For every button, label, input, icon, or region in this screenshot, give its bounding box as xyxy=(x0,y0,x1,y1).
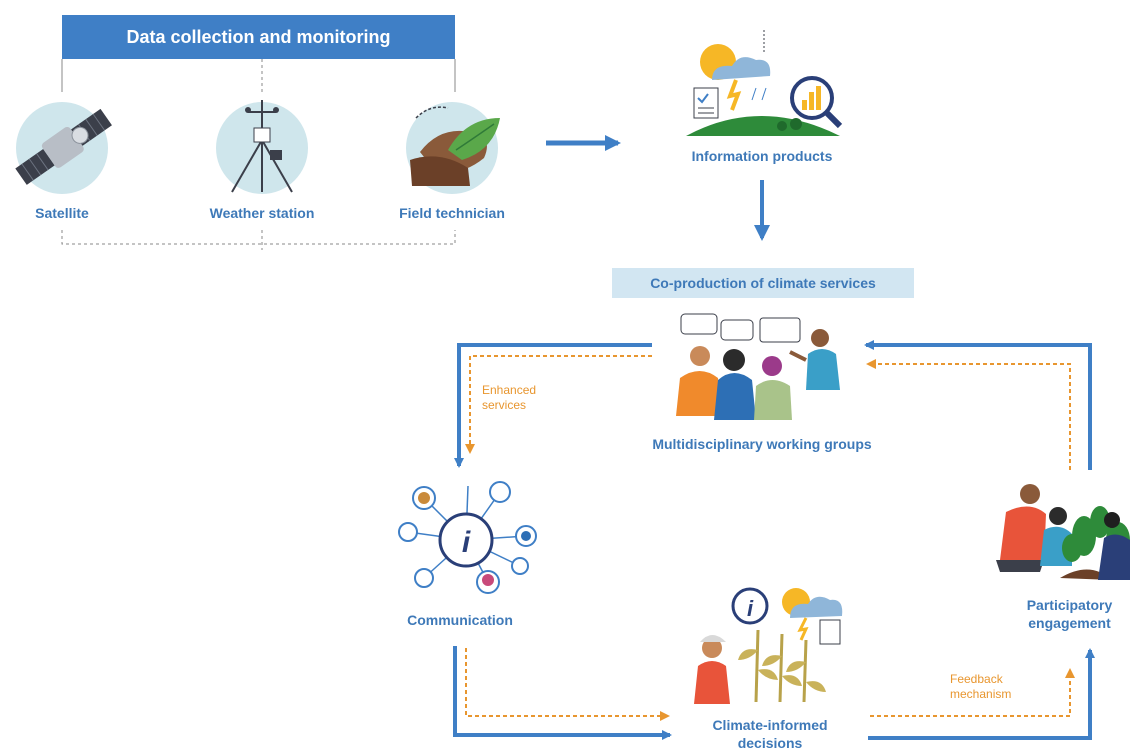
enhanced-services-line2: services xyxy=(482,398,527,412)
satellite-icon xyxy=(15,102,112,194)
participatory-to-working-groups-feedback xyxy=(866,359,1071,470)
participatory-label: Participatory engagement xyxy=(1002,596,1137,632)
weather-station-label: Weather station xyxy=(209,205,315,221)
enhanced-services-note: Enhanced services xyxy=(482,383,536,413)
information-network-icon: i xyxy=(398,481,537,594)
working-group-people-icon xyxy=(676,313,840,420)
working-groups-label: Multidisciplinary working groups xyxy=(652,436,872,452)
feedback-mechanism-arrow xyxy=(870,668,1075,717)
enhanced-services-arrow xyxy=(465,355,652,454)
communication-to-decisions-feedback xyxy=(465,648,670,721)
information-products-icon xyxy=(686,30,843,136)
svg-text:i: i xyxy=(747,596,754,621)
header-connectors xyxy=(61,59,456,92)
enhanced-services-line1: Enhanced xyxy=(482,383,537,397)
feedback-mechanism-line2: mechanism xyxy=(950,687,1012,701)
decisions-to-participatory-arrow xyxy=(868,648,1095,740)
coproduction-box: Co-production of climate services xyxy=(612,268,914,298)
data-collection-header: Data collection and monitoring xyxy=(62,15,455,59)
participatory-label-line1: Participatory xyxy=(1026,597,1113,613)
feedback-mechanism-note: Feedback mechanism xyxy=(950,672,1011,702)
field-technician-icon xyxy=(406,102,500,194)
field-technician-label: Field technician xyxy=(399,205,505,221)
participatory-label-line2: engagement xyxy=(1028,615,1111,631)
sources-bracket xyxy=(61,230,456,250)
participatory-to-working-groups-arrow xyxy=(864,340,1092,470)
communication-label: Communication xyxy=(407,612,513,628)
weather-station-icon xyxy=(216,100,308,194)
farmer-crops-icon: i xyxy=(694,587,843,704)
decisions-label-line2: decisions xyxy=(737,735,803,751)
decisions-label-line1: Climate-informed xyxy=(712,717,828,733)
information-products-label: Information products xyxy=(691,148,833,164)
satellite-label: Satellite xyxy=(35,205,89,221)
feedback-mechanism-line1: Feedback xyxy=(950,672,1003,686)
loop-arrow-to-communication xyxy=(454,343,652,468)
decisions-label: Climate-informed decisions xyxy=(680,716,860,752)
communication-to-decisions-arrow xyxy=(453,646,672,740)
svg-text:i: i xyxy=(462,526,471,559)
community-farming-icon xyxy=(996,484,1130,580)
